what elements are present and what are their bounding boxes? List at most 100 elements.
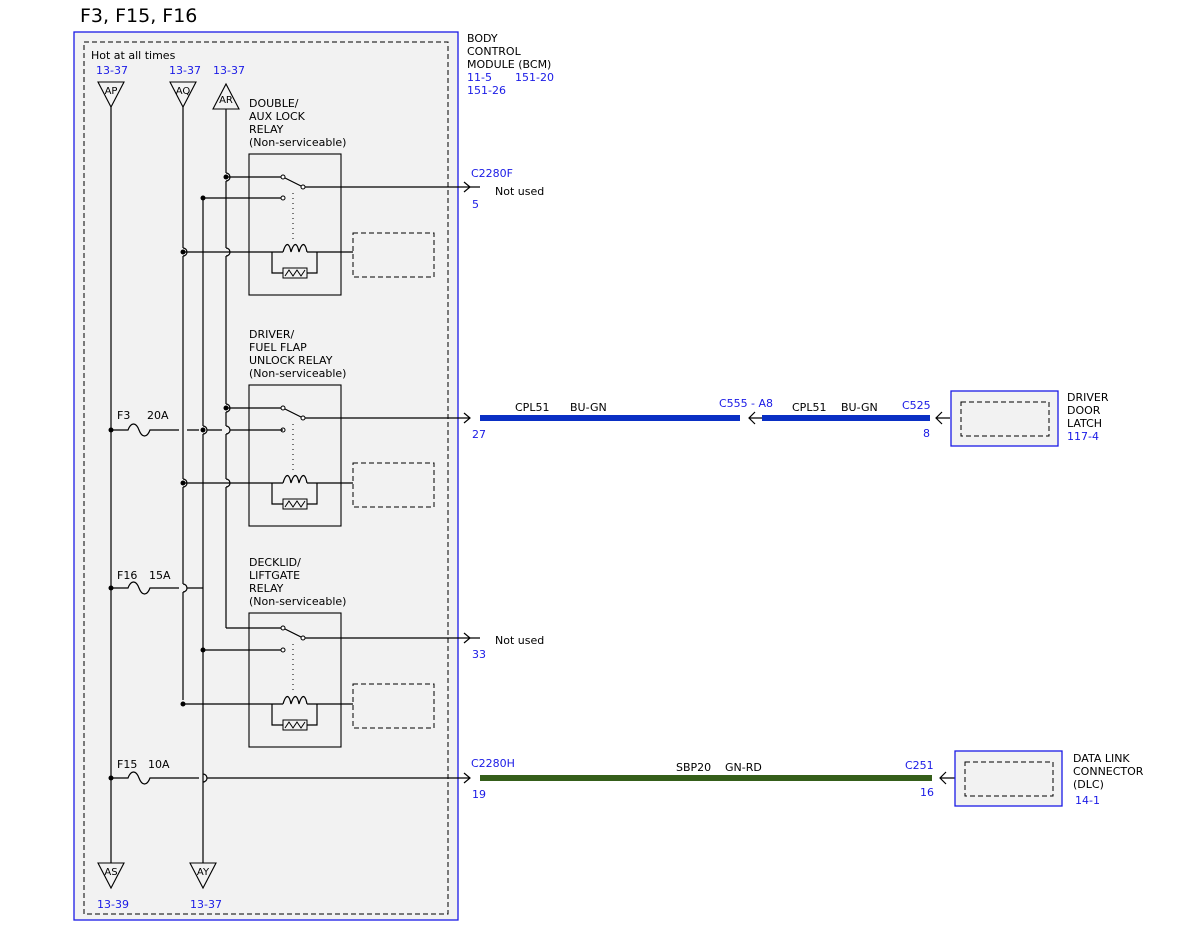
latch-box xyxy=(950,390,1059,447)
connector-ay-ref[interactable]: 13-37 xyxy=(190,898,222,911)
bcm-ref-a[interactable]: 11-5 xyxy=(467,71,492,84)
dlc-label-line-3: (DLC) xyxy=(1073,778,1104,791)
dlc-label-line-1: DATA LINK xyxy=(1073,752,1130,765)
component-data-link-connector[interactable]: DATA LINK CONNECTOR (DLC) 14-1 xyxy=(954,750,1144,807)
relay3-coil xyxy=(183,695,353,705)
connector-c2280f[interactable]: C2280F xyxy=(471,167,513,180)
relay1-label-line-2: AUX LOCK xyxy=(249,110,306,123)
relay2-contacts xyxy=(226,407,470,419)
relay2-contact xyxy=(280,405,286,411)
connector-ar-label: AR xyxy=(219,95,233,106)
relay1-contact xyxy=(280,195,286,201)
relay1-label-line-4: (Non-serviceable) xyxy=(249,136,346,149)
fuse-f16: F16 15A xyxy=(111,569,203,595)
bcm-label: BODY CONTROL MODULE (BCM) 11-5 151-20 15… xyxy=(467,32,554,97)
junction-dot xyxy=(180,480,186,486)
relay1-coil xyxy=(183,243,353,253)
fuse-f3-rating: 20A xyxy=(147,409,169,422)
fuse-f15-name: F15 xyxy=(117,758,137,771)
pin-19: 19 xyxy=(472,788,486,801)
junction-dot xyxy=(108,585,114,591)
c555-arrow xyxy=(748,411,762,425)
junction-dot xyxy=(223,405,229,411)
component-driver-door-latch[interactable]: DRIVER DOOR LATCH 117-4 xyxy=(950,390,1109,447)
relay1-contact xyxy=(280,174,286,180)
relay3-label-line-4: (Non-serviceable) xyxy=(249,595,346,608)
relay2-resistor-zigzag xyxy=(284,500,306,508)
wire1-color: BU-GN xyxy=(570,401,607,414)
wire2-circuit: CPL51 xyxy=(792,401,826,414)
connector-as-label: AS xyxy=(104,867,117,878)
dlc-box xyxy=(954,750,1063,807)
relay3-contact xyxy=(280,625,286,631)
latch-ref[interactable]: 117-4 xyxy=(1067,430,1099,443)
relay1-contacts xyxy=(203,176,470,199)
relay2-coil-bypass xyxy=(271,483,318,505)
junction-dot xyxy=(200,427,206,433)
bcm-name-line-1: BODY xyxy=(467,32,498,45)
junction-dot xyxy=(108,775,114,781)
dlc-ref[interactable]: 14-1 xyxy=(1075,794,1100,807)
connector-c555-pin: - A8 xyxy=(751,397,773,410)
relay1-resistor-zigzag xyxy=(284,269,306,277)
pin-27: 27 xyxy=(472,428,486,441)
relay1-coil-bypass xyxy=(271,252,318,274)
relay2-label-line-4: (Non-serviceable) xyxy=(249,367,346,380)
pin27-arrow xyxy=(463,412,471,424)
relay3-label-line-2: LIFTGATE xyxy=(249,569,300,582)
connector-as-ref[interactable]: 13-39 xyxy=(97,898,129,911)
fuse-f15-line xyxy=(111,771,470,785)
connector-c2280h[interactable]: C2280H xyxy=(471,757,515,770)
junction-dot xyxy=(108,427,114,433)
fuse-f16-name: F16 xyxy=(117,569,137,582)
fuse-f16-line xyxy=(111,581,203,595)
fuse-f3: F3 20A xyxy=(111,409,283,437)
c251-arrow xyxy=(939,771,955,785)
relay-decklid-liftgate: DECKLID/ LIFTGATE RELAY (Non-serviceable… xyxy=(183,556,470,748)
junction-dot xyxy=(200,195,206,201)
junction-dot xyxy=(180,249,186,255)
bcm-internal-dashed-box xyxy=(83,41,449,915)
hop xyxy=(202,773,208,783)
connector-c525[interactable]: C525 xyxy=(902,399,931,412)
junction-dot xyxy=(200,647,206,653)
connector-aq-label: AQ xyxy=(176,86,191,97)
relay2-coil xyxy=(183,474,353,484)
bcm-ref-c[interactable]: 151-26 xyxy=(467,84,506,97)
relay1-driver-box xyxy=(352,232,435,278)
connector-aq-ref[interactable]: 13-37 xyxy=(169,64,201,77)
relay3-contact xyxy=(280,647,286,653)
wire2-color: BU-GN xyxy=(841,401,878,414)
relay1-label-line-1: DOUBLE/ xyxy=(249,97,299,110)
wire3-color: GN-RD xyxy=(725,761,762,774)
relay-driver-fuel-flap-unlock: DRIVER/ FUEL FLAP UNLOCK RELAY (Non-serv… xyxy=(183,328,470,527)
relay2-label-line-2: FUEL FLAP xyxy=(249,341,307,354)
junction-dot xyxy=(180,701,186,707)
relay3-contacts xyxy=(203,627,470,651)
connector-ar-ref[interactable]: 13-37 xyxy=(213,64,245,77)
connector-c555[interactable]: C555 xyxy=(719,397,748,410)
fuse-f15: F15 10A xyxy=(111,758,470,785)
not-used-label-1: Not used xyxy=(495,185,544,198)
relay3-contact xyxy=(300,635,306,641)
wire3-circuit: SBP20 xyxy=(676,761,711,774)
pin-5: 5 xyxy=(472,198,479,211)
c525-arrow xyxy=(935,411,950,425)
page-title: F3, F15, F16 xyxy=(80,5,197,27)
relay3-driver-box xyxy=(352,683,435,729)
connector-aq-triangle xyxy=(169,81,197,109)
bcm-name-line-2: CONTROL xyxy=(467,45,522,58)
bcm-ref-b[interactable]: 151-20 xyxy=(515,71,554,84)
wire1-circuit: CPL51 xyxy=(515,401,549,414)
fuse-f15-rating: 10A xyxy=(148,758,170,771)
fuse-f16-rating: 15A xyxy=(149,569,171,582)
latch-label-line-1: DRIVER xyxy=(1067,391,1109,404)
connector-ap-ref[interactable]: 13-37 xyxy=(96,64,128,77)
pin19-arrow xyxy=(463,772,471,784)
relay3-resistor-zigzag xyxy=(284,721,306,729)
connector-c251[interactable]: C251 xyxy=(905,759,934,772)
hot-at-all-times-label: Hot at all times xyxy=(91,49,176,62)
connector-c251-pin: 16 xyxy=(920,786,934,799)
